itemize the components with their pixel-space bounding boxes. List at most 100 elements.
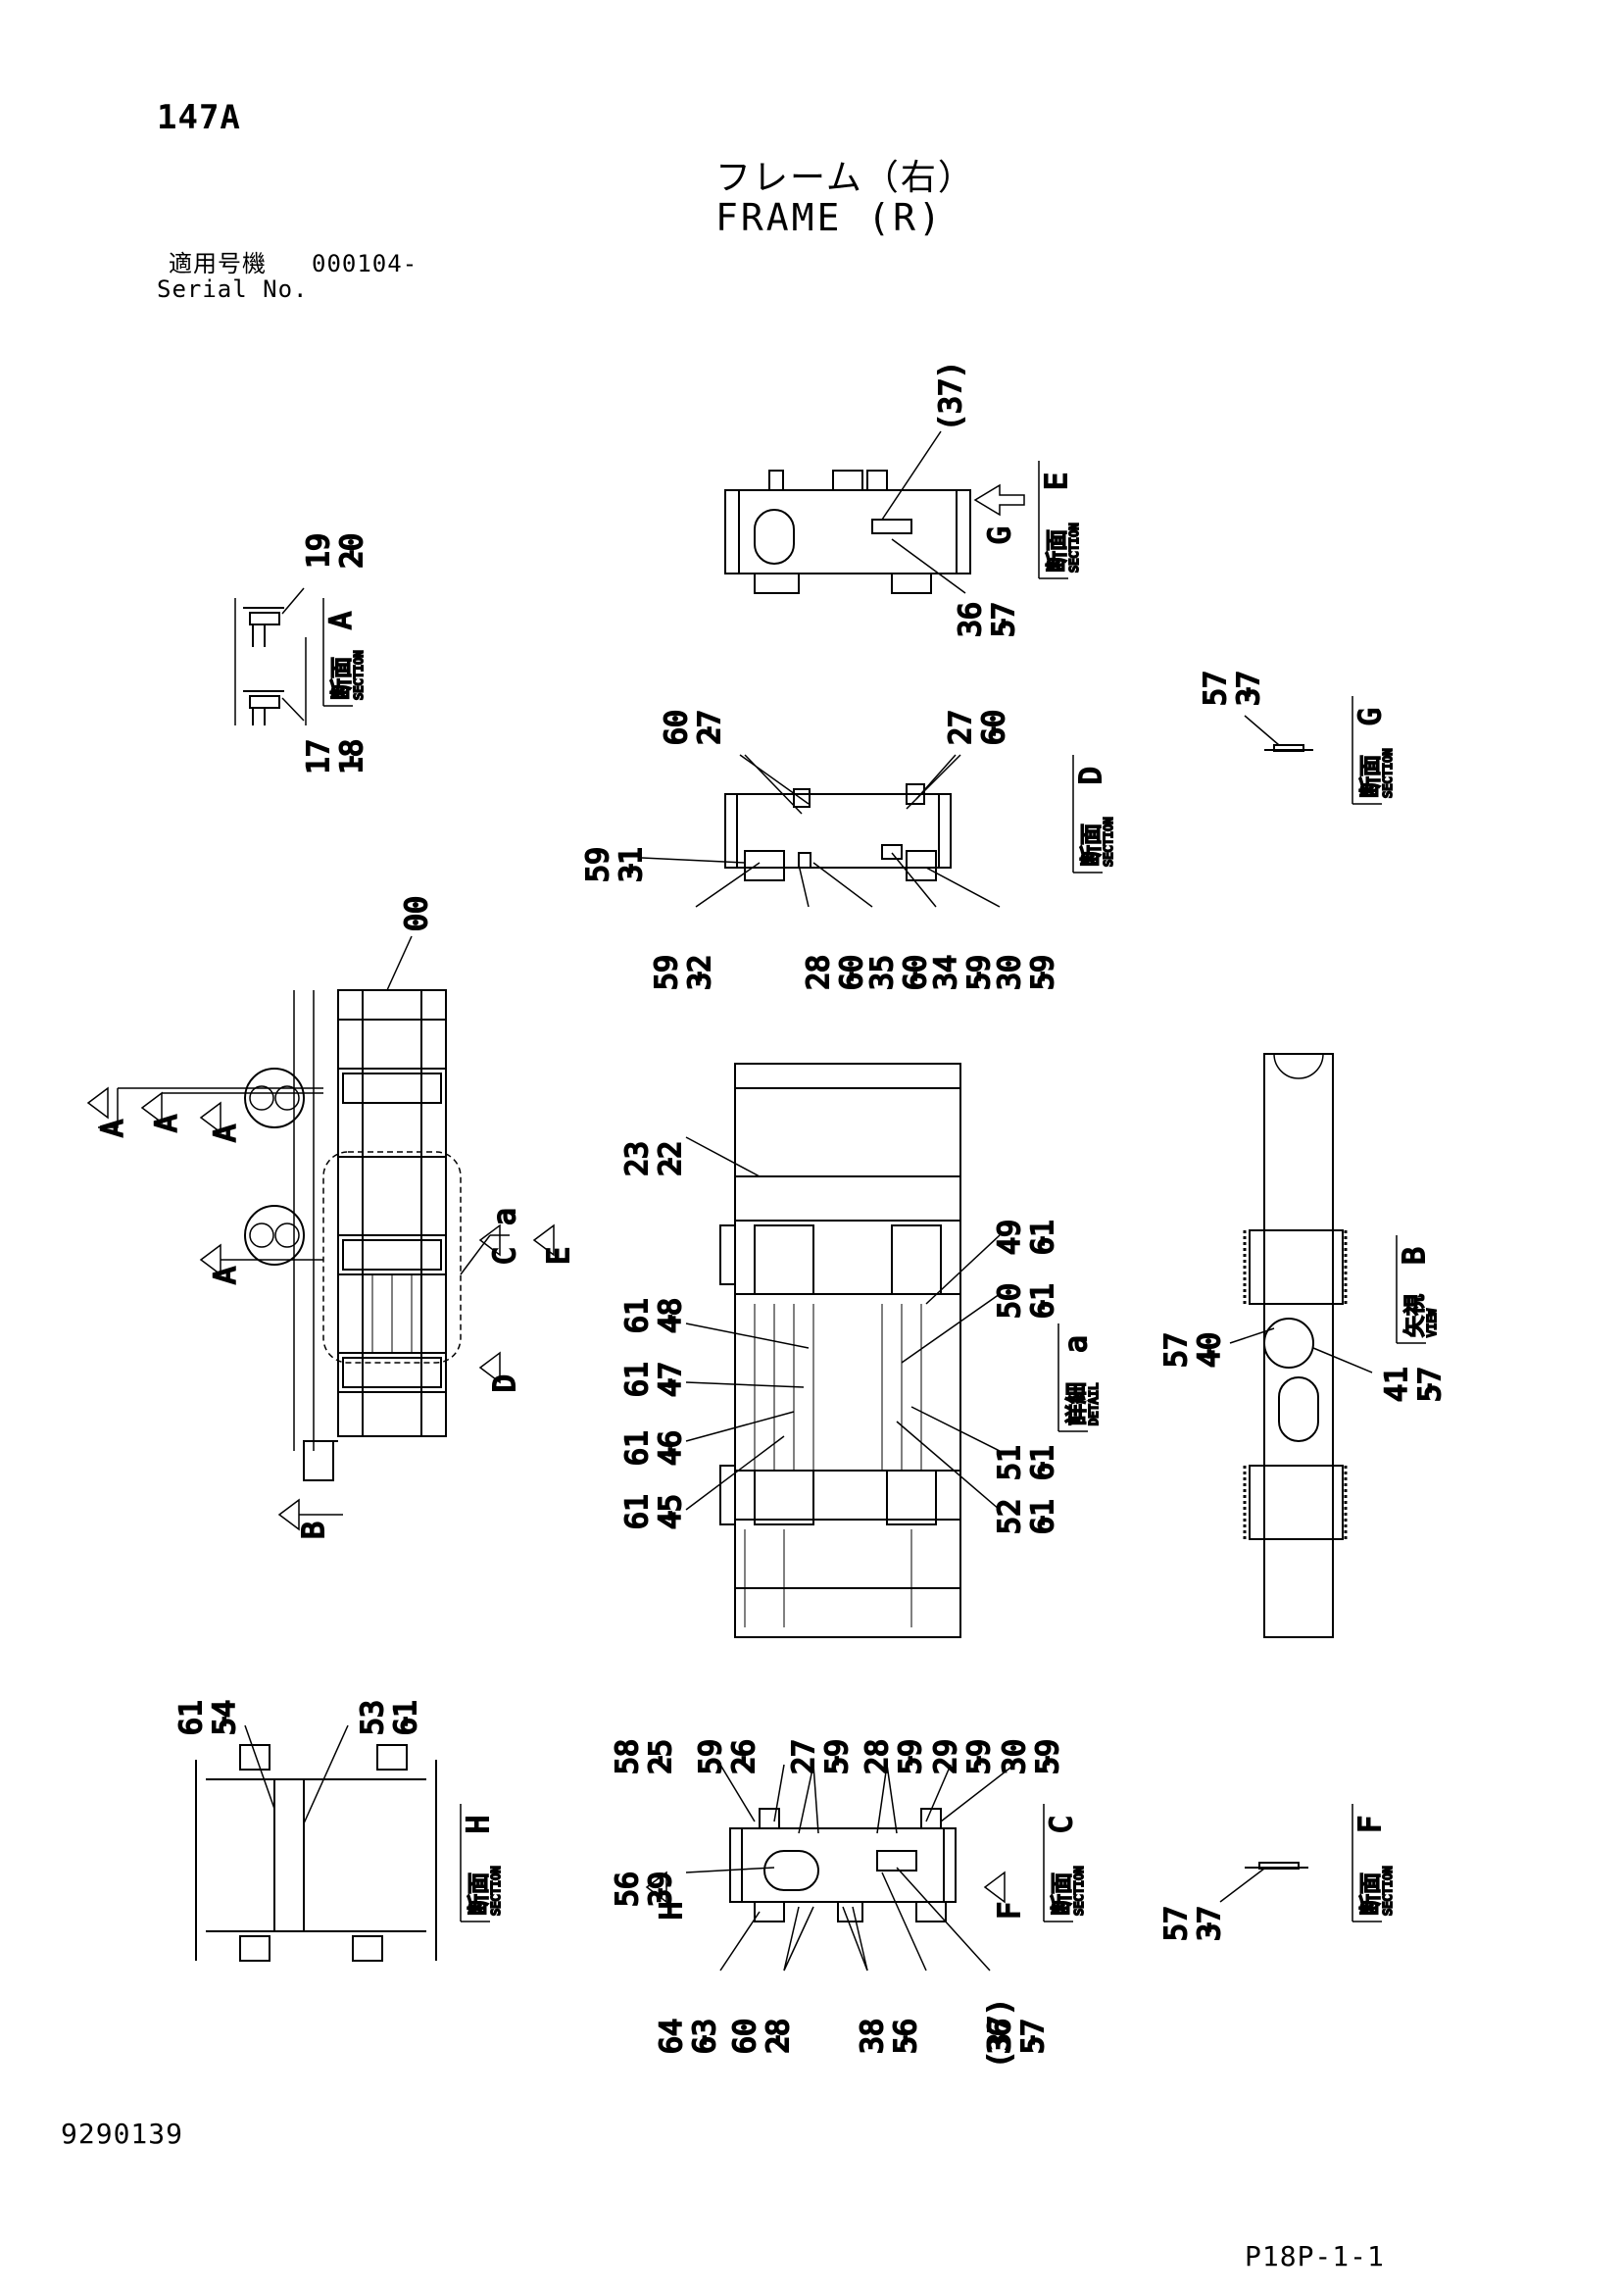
- svg-text:-: -: [985, 615, 1019, 632]
- arrow-a-1: A: [86, 1086, 323, 1138]
- callout-27-59: 27 - 59: [786, 1738, 856, 1775]
- svg-text:-: -: [760, 2031, 794, 2049]
- svg-text:A: A: [324, 612, 359, 629]
- svg-text:61: 61: [1026, 1445, 1060, 1480]
- main-frame-plan: [244, 935, 510, 1481]
- svg-text:a: a: [1059, 1335, 1094, 1353]
- callout-38-56: 38 - 56: [855, 2018, 924, 2055]
- svg-text:断面: 断面: [1080, 824, 1105, 867]
- section-h-view: [195, 1724, 437, 1962]
- svg-text:37: 37: [1232, 671, 1266, 706]
- svg-text:27: 27: [787, 1739, 821, 1774]
- view-b-tag: 矢視 VIEW B: [1396, 1235, 1440, 1344]
- svg-text:-: -: [652, 1154, 686, 1172]
- section-c-tag: 断面 SECTION C: [1043, 1804, 1087, 1922]
- svg-text:46: 46: [654, 1430, 688, 1466]
- svg-text:断面: 断面: [1046, 529, 1070, 573]
- svg-text:50: 50: [993, 1283, 1027, 1319]
- section-g-view: [1244, 715, 1313, 752]
- callout-28-60: 28 - 60: [801, 954, 870, 991]
- section-f-view: [1219, 1862, 1308, 1903]
- svg-text:57: 57: [987, 602, 1021, 637]
- svg-text:SECTION: SECTION: [1381, 1866, 1395, 1916]
- svg-text:C: C: [1045, 1816, 1079, 1833]
- svg-text:DETAIL: DETAIL: [1087, 1383, 1101, 1425]
- callout-57-40: 57 - 40: [1158, 1331, 1228, 1369]
- svg-text:-: -: [960, 968, 995, 985]
- arrow-c: C: [478, 1223, 523, 1266]
- svg-text:断面: 断面: [1359, 1872, 1384, 1916]
- svg-text:59: 59: [650, 955, 684, 990]
- svg-text:61: 61: [1026, 1499, 1060, 1534]
- svg-text:SECTION: SECTION: [1067, 523, 1081, 573]
- callout-27-60-right: 27 - 60: [943, 709, 1012, 746]
- svg-text:51: 51: [993, 1445, 1027, 1480]
- svg-text:-: -: [960, 1752, 995, 1770]
- svg-text:-: -: [897, 968, 931, 985]
- svg-text:57: 57: [1159, 1906, 1194, 1941]
- svg-text:28: 28: [762, 2019, 796, 2054]
- svg-text:59: 59: [894, 1739, 928, 1774]
- svg-text:-: -: [1411, 1379, 1446, 1397]
- svg-text:41: 41: [1380, 1367, 1414, 1402]
- svg-text:断面: 断面: [1051, 1872, 1075, 1916]
- svg-text:-: -: [725, 1752, 760, 1770]
- svg-text:SECTION: SECTION: [352, 650, 366, 700]
- svg-text:53: 53: [356, 1700, 390, 1735]
- callout-64-63: 64 - 63: [654, 2018, 723, 2055]
- svg-text:-: -: [818, 1752, 853, 1770]
- arrow-g-marker: G: [973, 483, 1025, 545]
- svg-text:61: 61: [174, 1700, 209, 1735]
- callout-59-31: 59 - 31: [580, 846, 650, 883]
- callout-61-54: 61 - 54: [173, 1699, 243, 1736]
- svg-text:VIEW: VIEW: [1425, 1308, 1439, 1337]
- callout-57-37-g: 57 - 37: [1198, 670, 1267, 707]
- arrow-b: B: [277, 1498, 343, 1540]
- svg-text:30: 30: [998, 1739, 1032, 1774]
- svg-text:-: -: [1191, 1919, 1225, 1936]
- document-number: 9290139: [61, 2118, 184, 2150]
- callout-60-27-left: 60 - 27: [659, 709, 728, 746]
- section-a-tag: 断面 SECTION A: [322, 598, 367, 707]
- callout-50-61: 50 - 61: [992, 1282, 1061, 1320]
- callout-41-57: 41 - 57: [1379, 1366, 1449, 1403]
- svg-text:F: F: [1353, 1816, 1388, 1833]
- svg-text:-: -: [333, 752, 368, 770]
- callout-61-48: 61 - 48: [619, 1297, 689, 1334]
- svg-text:E: E: [542, 1247, 576, 1265]
- svg-text:-: -: [1024, 968, 1058, 985]
- section-h-tag: 断面 SECTION H: [460, 1804, 504, 1922]
- svg-text:56: 56: [611, 1872, 645, 1907]
- svg-text:45: 45: [654, 1494, 688, 1529]
- svg-text:47: 47: [654, 1362, 688, 1397]
- callout-35-60: 35 - 60: [864, 954, 934, 991]
- title-japanese: フレーム（右）: [715, 158, 975, 198]
- section-c-view: [685, 1764, 1015, 1972]
- detail-a-ref: a: [488, 1208, 522, 1225]
- section-g-tag: 断面 SECTION G: [1352, 696, 1396, 805]
- svg-text:30: 30: [993, 955, 1027, 990]
- svg-text:A: A: [96, 1120, 130, 1137]
- svg-text:G: G: [983, 526, 1017, 544]
- callout-61-46: 61 - 46: [619, 1429, 689, 1467]
- section-e-view: [724, 430, 971, 594]
- svg-text:26: 26: [727, 1739, 762, 1774]
- svg-text:-: -: [333, 546, 368, 564]
- svg-text:-: -: [1024, 1296, 1058, 1314]
- detail-a-plan: [685, 1063, 1001, 1638]
- arrow-a-3: A: [199, 1101, 244, 1143]
- callout-37-paren: (37): [934, 361, 968, 431]
- section-a-view: [234, 587, 307, 725]
- svg-text:64: 64: [655, 2019, 689, 2054]
- section-d-view: [641, 754, 1001, 908]
- svg-text:61: 61: [1026, 1283, 1060, 1319]
- svg-text:59: 59: [820, 1739, 855, 1774]
- svg-text:59: 59: [962, 955, 997, 990]
- svg-text:F: F: [993, 1902, 1027, 1920]
- svg-text:-: -: [652, 1311, 686, 1328]
- svg-text:61: 61: [620, 1362, 655, 1397]
- svg-text:SECTION: SECTION: [1381, 748, 1395, 798]
- svg-text:34: 34: [929, 955, 963, 990]
- arrow-h: H: [645, 1871, 690, 1921]
